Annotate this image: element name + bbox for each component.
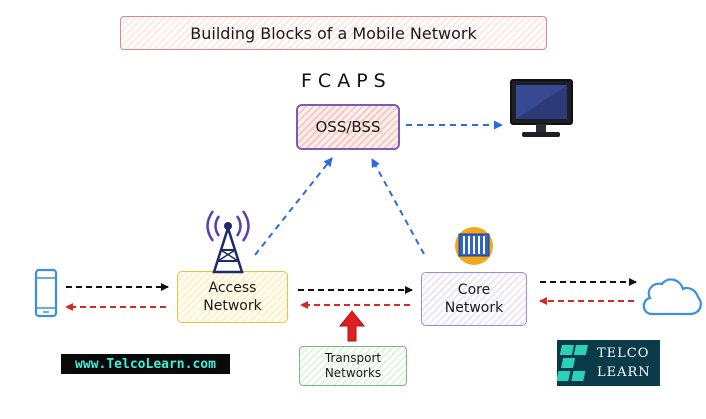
access-to-oss-link — [254, 157, 333, 256]
transport-networks-label-line2: Networks — [324, 366, 382, 380]
diagram-title: Building Blocks of a Mobile Network — [120, 16, 547, 50]
fcaps-label: FCAPS — [301, 70, 392, 92]
transport-up-arrow — [338, 310, 366, 342]
access-network-box: Access Network — [177, 271, 288, 323]
access-network-label-line2: Network — [203, 298, 262, 314]
mobile-phone-icon — [34, 268, 58, 318]
server-icon — [455, 227, 493, 265]
logo-text-line2: LEARN — [597, 365, 651, 380]
core-network-label-line1: Core — [457, 282, 491, 298]
core-network-label-line2: Network — [444, 300, 504, 316]
transport-networks-box: Transport Networks — [299, 346, 407, 386]
core-to-oss-link — [371, 158, 425, 255]
logo-text-line1: TELCO — [597, 346, 650, 361]
cell-tower-icon — [206, 210, 250, 274]
oss-bss-label: OSS/BSS — [315, 118, 381, 136]
telcolearn-logo: TELCO LEARN — [556, 340, 660, 386]
oss-bss-box: OSS/BSS — [296, 104, 400, 150]
transport-networks-label-line1: Transport — [324, 351, 382, 365]
cloud-icon — [642, 278, 702, 316]
website-label: www.TelcoLearn.com — [61, 354, 230, 374]
access-network-label-line1: Access — [208, 280, 257, 296]
logo-mark-icon — [556, 345, 588, 381]
core-network-box: Core Network — [421, 272, 527, 326]
monitor-icon — [510, 79, 573, 137]
